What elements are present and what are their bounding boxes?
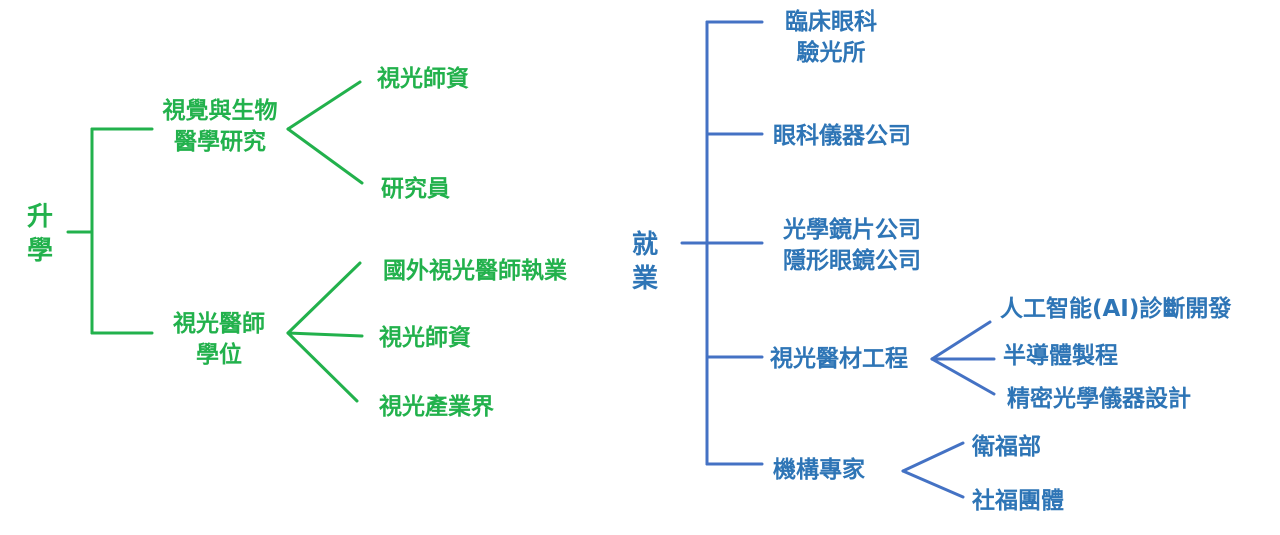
branch-label-line: 學位	[196, 342, 242, 368]
leaf-ai-diagnosis: 人工智能(AI)診斷開發	[1000, 296, 1232, 322]
connector-line	[286, 331, 364, 338]
root-char: 業	[631, 264, 659, 294]
branch-medical-device-engineering: 視光醫材工程	[770, 346, 908, 372]
leaf-social-welfare-groups: 社福團體	[972, 488, 1064, 514]
connector-line	[286, 80, 362, 131]
leaf-researcher: 研究員	[381, 176, 450, 202]
branch-label-line: 醫學研究	[174, 129, 266, 155]
employment-root: 就 業	[632, 228, 658, 296]
branch-od-degree: 視光醫師 學位	[173, 309, 265, 371]
root-char: 學	[26, 236, 54, 266]
connector-line	[901, 469, 965, 499]
branch-label-line: 光學鏡片公司	[783, 217, 921, 243]
connector-line	[286, 261, 362, 335]
branch-institution-expert: 機構專家	[773, 457, 865, 483]
leaf-optometry-industry: 視光產業界	[379, 394, 494, 420]
connector-line	[286, 331, 359, 403]
leaf-overseas-od-practice: 國外視光醫師執業	[383, 258, 567, 284]
branch-label-line: 驗光所	[796, 40, 866, 66]
root-char: 升	[26, 202, 54, 232]
branch-label-line: 視光醫師	[173, 311, 265, 337]
leaf-optometry-faculty: 視光師資	[377, 66, 469, 92]
branch-vision-biomedical-research: 視覺與生物 醫學研究	[163, 96, 278, 158]
connector-line	[930, 357, 996, 396]
branch-lens-companies: 光學鏡片公司 隱形眼鏡公司	[783, 215, 921, 277]
leaf-health-welfare-ministry: 衛福部	[972, 434, 1041, 460]
branch-clinic-optometry: 臨床眼科 驗光所	[785, 7, 877, 69]
branch-label-line: 隱形眼鏡公司	[783, 248, 921, 274]
branch-label-line: 臨床眼科	[785, 9, 877, 35]
branch-ophthalmic-instruments: 眼科儀器公司	[773, 123, 911, 149]
leaf-precision-optics: 精密光學儀器設計	[1007, 386, 1191, 412]
branch-label-line: 視覺與生物	[162, 98, 278, 124]
connector-line	[286, 127, 364, 185]
leaf-optometry-faculty-2: 視光師資	[379, 325, 471, 351]
root-char: 就	[631, 230, 659, 260]
connector-line	[930, 320, 992, 361]
connector-line	[901, 441, 965, 473]
leaf-semiconductor: 半導體製程	[1003, 343, 1118, 369]
further-study-root: 升 學	[27, 200, 53, 268]
